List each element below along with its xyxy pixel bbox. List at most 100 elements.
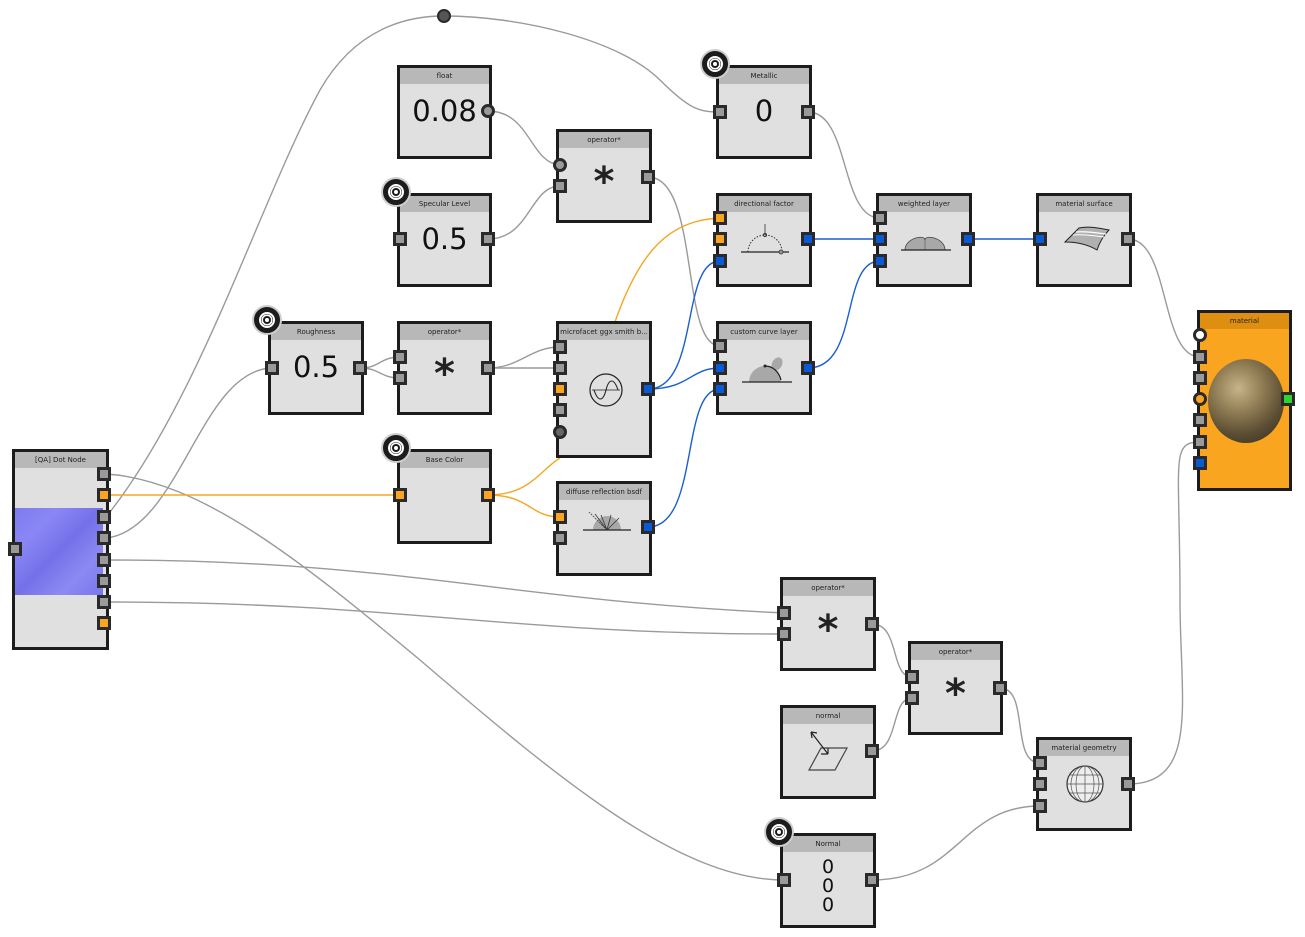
port-in[interactable] — [713, 232, 727, 246]
port-in[interactable] — [1193, 371, 1207, 385]
port-out[interactable] — [641, 382, 655, 396]
port-in[interactable] — [553, 179, 567, 193]
port-in[interactable] — [1193, 435, 1207, 449]
port-out[interactable] — [97, 467, 111, 481]
port-in[interactable] — [393, 371, 407, 385]
normal-map-preview — [15, 508, 103, 595]
node-normal-parameter[interactable]: Normal 0 0 0 — [780, 833, 876, 928]
port-in[interactable] — [713, 105, 727, 119]
node-material-surface[interactable]: material surface — [1036, 193, 1132, 287]
specular-value: 0.5 — [421, 222, 468, 256]
reroute-dot[interactable] — [437, 9, 451, 23]
port-in[interactable] — [905, 691, 919, 705]
node-weighted-layer[interactable]: weighted layer — [876, 193, 972, 287]
wire-metallic-to-weighted — [807, 111, 881, 219]
port-in[interactable] — [393, 232, 407, 246]
node-specular-level[interactable]: Specular Level 0.5 — [397, 193, 492, 287]
port-out[interactable] — [801, 105, 815, 119]
port-out[interactable] — [481, 361, 495, 375]
port-in[interactable] — [553, 531, 567, 545]
port-out[interactable] — [865, 617, 879, 631]
port-out[interactable] — [97, 553, 111, 567]
port-in[interactable] — [1193, 328, 1207, 342]
node-metallic[interactable]: Metallic 0 — [716, 65, 812, 159]
port-out[interactable] — [801, 232, 815, 246]
port-out[interactable] — [801, 361, 815, 375]
node-operator-multiply[interactable]: operator* * — [556, 129, 652, 223]
port-in[interactable] — [1193, 350, 1207, 364]
node-float[interactable]: float 0.08 — [397, 65, 492, 159]
port-in[interactable] — [873, 232, 887, 246]
port-in[interactable] — [1033, 777, 1047, 791]
node-directional-factor[interactable]: directional factor — [716, 193, 812, 287]
port-in[interactable] — [873, 211, 887, 225]
node-microfacet-bsdf[interactable]: microfacet ggx smith b... — [556, 321, 652, 458]
node-material[interactable]: material — [1197, 310, 1292, 491]
port-in[interactable] — [553, 361, 567, 375]
port-in[interactable] — [905, 670, 919, 684]
port-out[interactable] — [97, 488, 111, 502]
node-operator-multiply[interactable]: operator* * — [908, 641, 1003, 735]
port-out[interactable] — [97, 510, 111, 524]
port-out[interactable] — [97, 595, 111, 609]
port-in[interactable] — [1193, 413, 1207, 427]
node-material-geometry[interactable]: material geometry — [1036, 737, 1132, 831]
node-title: material surface — [1039, 196, 1129, 212]
port-out[interactable] — [481, 488, 495, 502]
port-in[interactable] — [1033, 756, 1047, 770]
port-in[interactable] — [777, 873, 791, 887]
node-custom-curve-layer[interactable]: custom curve layer — [716, 321, 812, 415]
port-in[interactable] — [713, 361, 727, 375]
port-out[interactable] — [97, 616, 111, 630]
port-in[interactable] — [553, 510, 567, 524]
node-normal[interactable]: normal — [780, 705, 876, 799]
port-out[interactable] — [961, 232, 975, 246]
port-in[interactable] — [713, 254, 727, 268]
node-operator-multiply[interactable]: operator* * — [780, 577, 876, 671]
node-title: operator* — [559, 132, 649, 148]
wire-microfacet-to-directional — [614, 217, 721, 323]
port-in[interactable] — [393, 350, 407, 364]
port-in[interactable] — [1193, 392, 1207, 406]
port-out[interactable] — [481, 232, 495, 246]
port-out[interactable] — [481, 104, 495, 118]
port-in[interactable] — [553, 158, 567, 172]
node-dot[interactable]: [QA] Dot Node — [12, 449, 109, 650]
multiply-icon: * — [434, 351, 455, 397]
port-out[interactable] — [993, 681, 1007, 695]
port-out[interactable] — [1281, 392, 1295, 406]
port-in[interactable] — [8, 542, 22, 556]
port-in[interactable] — [1033, 232, 1047, 246]
node-title: custom curve layer — [719, 324, 809, 340]
port-out[interactable] — [1121, 232, 1135, 246]
port-out[interactable] — [865, 744, 879, 758]
port-in[interactable] — [777, 606, 791, 620]
node-base-color[interactable]: Base Color — [397, 449, 492, 544]
node-operator-multiply[interactable]: operator* * — [397, 321, 492, 415]
port-in[interactable] — [713, 211, 727, 225]
port-in[interactable] — [713, 339, 727, 353]
port-in[interactable] — [713, 382, 727, 396]
port-out[interactable] — [1121, 777, 1135, 791]
port-out[interactable] — [353, 361, 367, 375]
port-out[interactable] — [641, 520, 655, 534]
port-out[interactable] — [641, 170, 655, 184]
port-in[interactable] — [553, 403, 567, 417]
port-in[interactable] — [777, 627, 791, 641]
port-in[interactable] — [873, 254, 887, 268]
port-in[interactable] — [1033, 799, 1047, 813]
globe-wireframe-icon — [1066, 765, 1104, 803]
port-in[interactable] — [553, 382, 567, 396]
port-out[interactable] — [865, 873, 879, 887]
parameter-icon — [252, 305, 282, 335]
node-diffuse-reflection-bsdf[interactable]: diffuse reflection bsdf — [556, 481, 652, 576]
port-in[interactable] — [265, 361, 279, 375]
node-roughness[interactable]: Roughness 0.5 — [268, 321, 364, 415]
node-title: normal — [783, 708, 873, 724]
port-in[interactable] — [393, 488, 407, 502]
port-in[interactable] — [553, 425, 567, 439]
port-in[interactable] — [1193, 456, 1207, 470]
port-out[interactable] — [97, 531, 111, 545]
port-in[interactable] — [553, 340, 567, 354]
port-out[interactable] — [97, 574, 111, 588]
